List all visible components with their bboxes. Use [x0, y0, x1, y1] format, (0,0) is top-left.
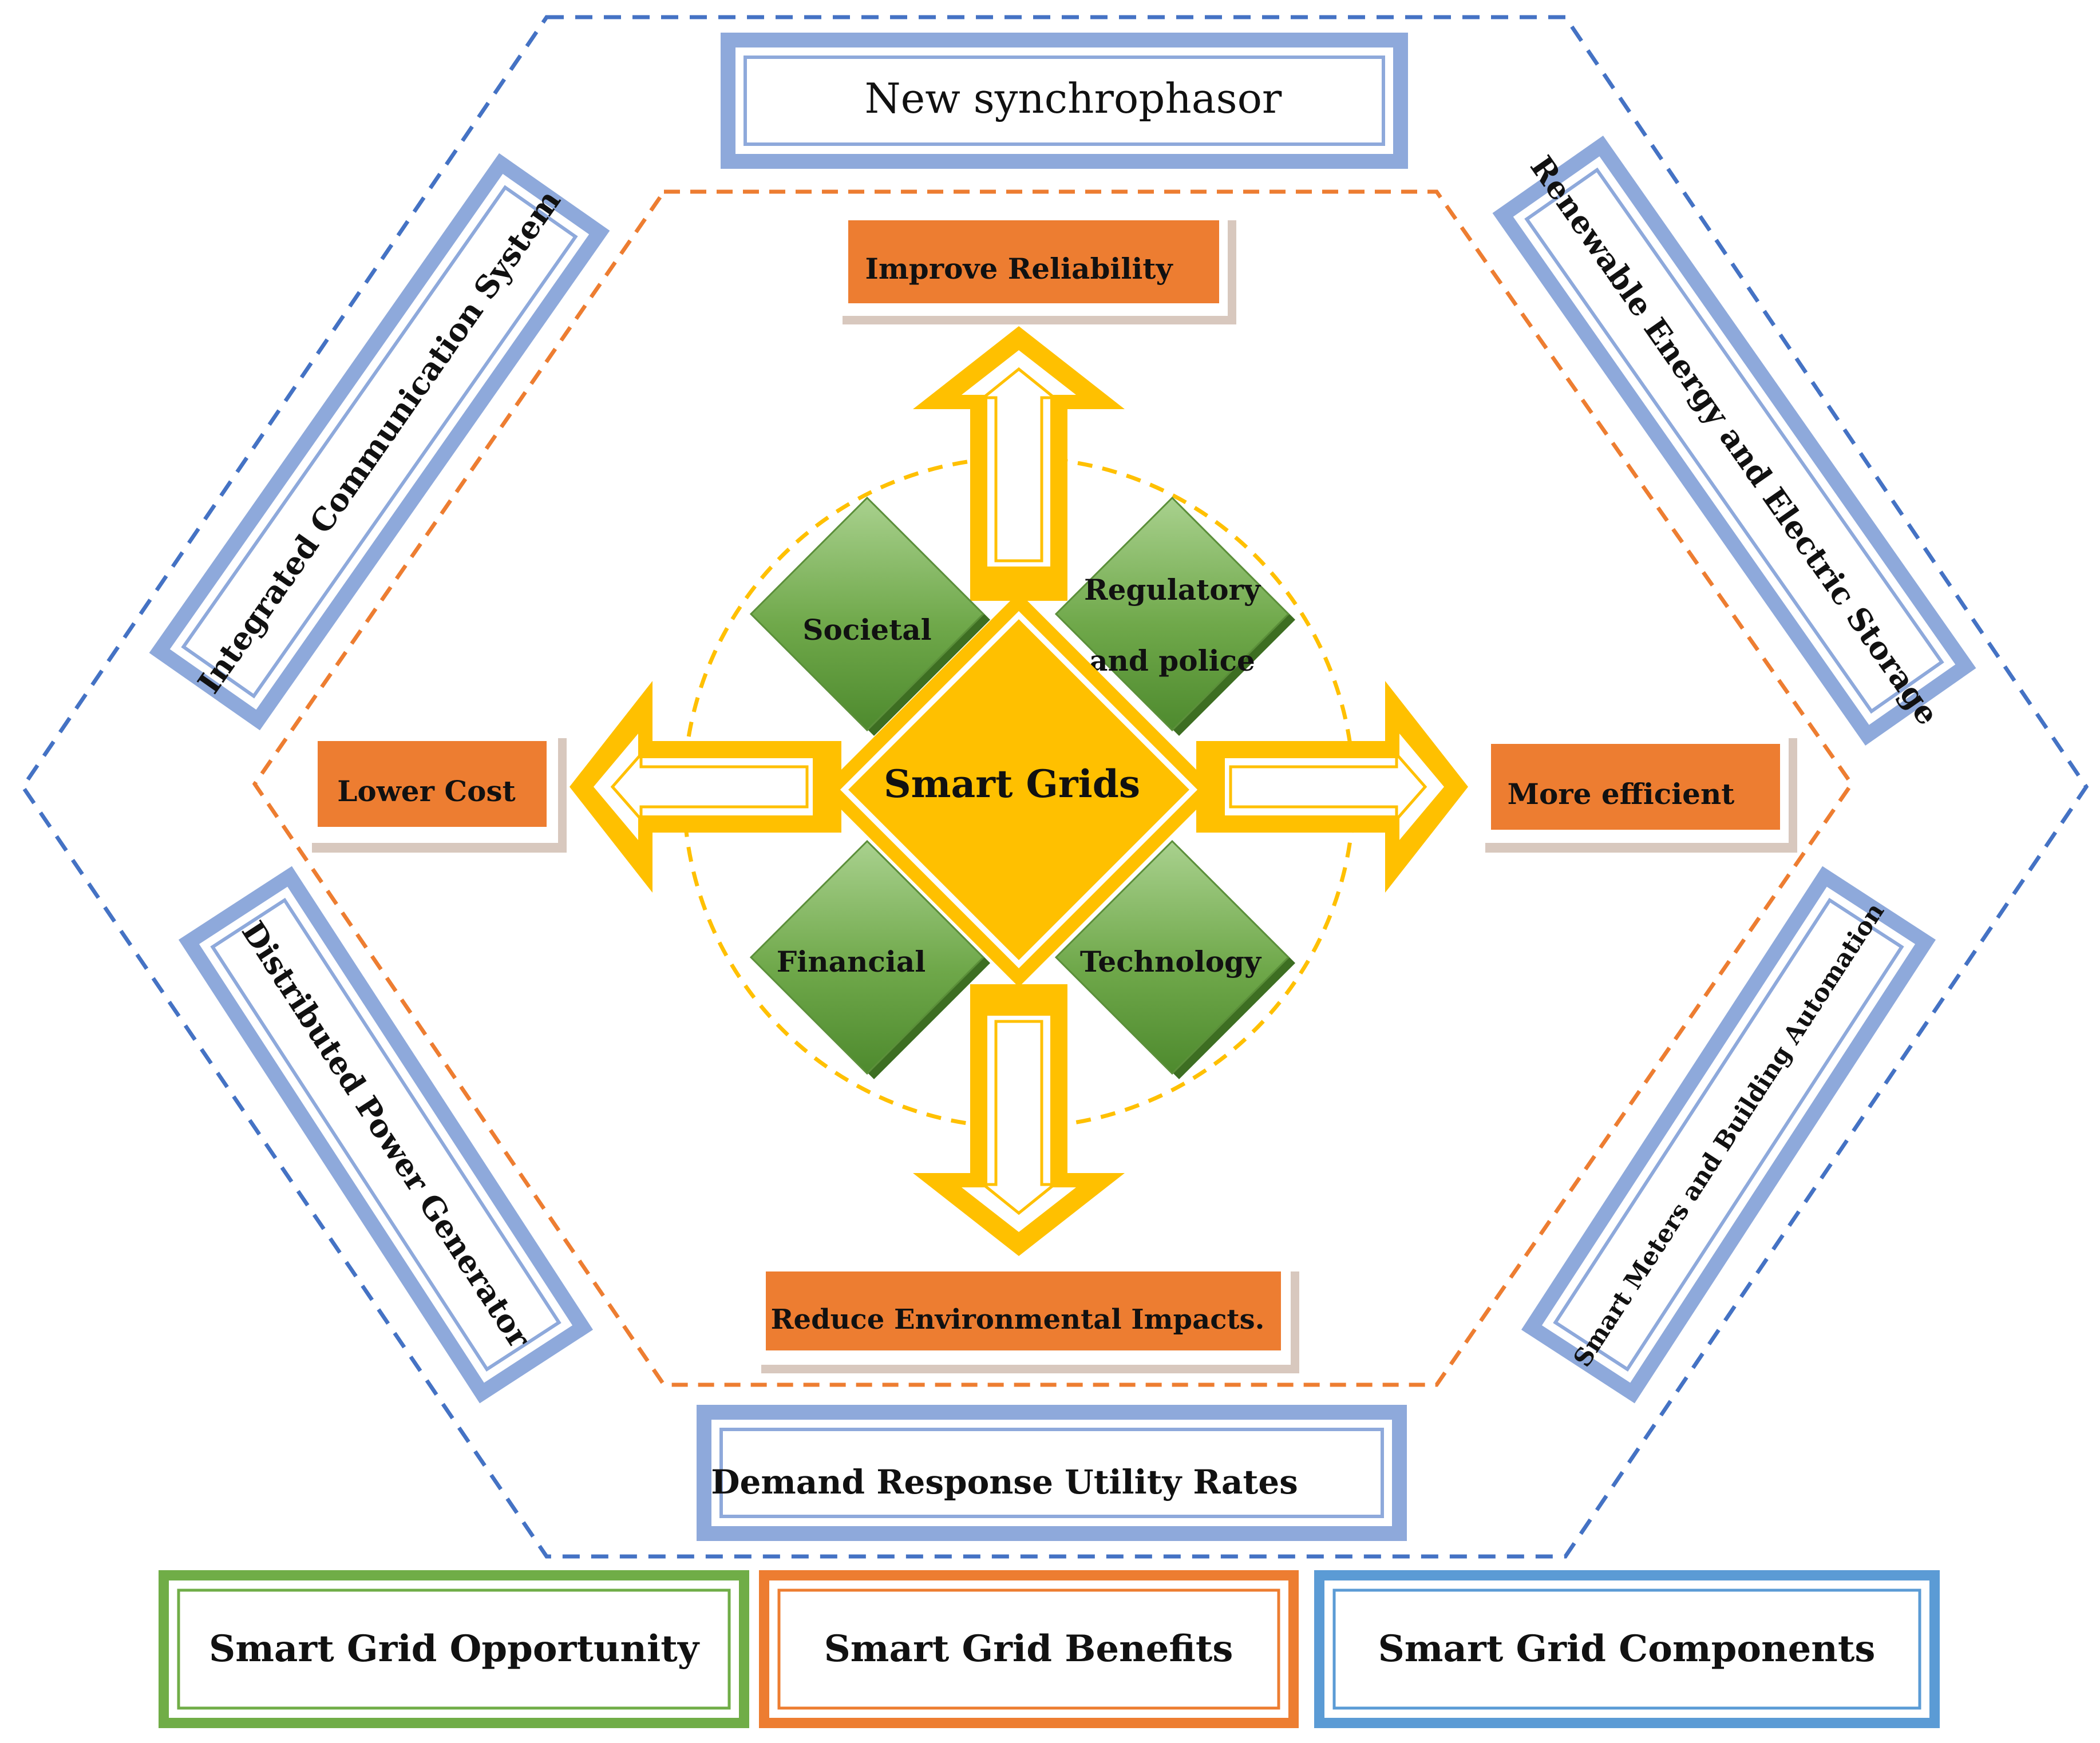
component-box-top — [721, 33, 1408, 169]
arrow-down — [913, 984, 1125, 1256]
arrow-left — [570, 681, 841, 893]
diamond-technology — [1054, 839, 1290, 1075]
legend-opportunity-label: Smart Grid Opportunity — [209, 1627, 700, 1670]
component-bottom-right-label: Smart Meters and Building Automation — [1568, 898, 1890, 1372]
benefit-left-label: Lower Cost — [337, 774, 516, 808]
arrow-up — [913, 326, 1125, 601]
outer-hexagon-boundary — [20, 15, 2089, 1559]
component-box-top-left: Integrated Communication System — [149, 153, 610, 731]
diamond-societal — [749, 496, 985, 732]
component-top-right-label: Renewable Energy and Electric Storage — [1523, 149, 1946, 732]
opportunity-technology-label: Technology — [1080, 945, 1262, 979]
component-bottom-label: Demand Response Utility Rates — [711, 1463, 1298, 1502]
benefit-box-bottom — [756, 1265, 1299, 1373]
legend-opportunity: Smart Grid Opportunity — [159, 1570, 749, 1728]
arrows — [570, 326, 1468, 1256]
benefit-box-left — [306, 731, 567, 853]
opportunity-financial-label: Financial — [777, 945, 926, 979]
diamond-regulatory — [1054, 496, 1290, 732]
benefit-bottom-label: Reduce Environmental Impacts. — [771, 1304, 1265, 1336]
opportunity-regulatory-label-line1: Regulatory — [1084, 573, 1261, 607]
diamond-financial — [749, 839, 985, 1075]
legend-components-label: Smart Grid Components — [1378, 1627, 1876, 1670]
legend: Smart Grid Opportunity Smart Grid Benefi… — [159, 1570, 1940, 1728]
component-box-top-right: Renewable Energy and Electric Storage — [1492, 136, 1976, 746]
component-top-left-label: Integrated Communication System — [191, 183, 568, 700]
legend-benefits-label: Smart Grid Benefits — [824, 1627, 1233, 1670]
arrow-right — [1196, 681, 1468, 893]
opportunity-regulatory-label-line2: and police — [1089, 644, 1255, 678]
legend-benefits: Smart Grid Benefits — [759, 1570, 1299, 1728]
benefit-box-top — [837, 213, 1236, 324]
center-label: Smart Grids — [884, 762, 1140, 806]
inner-hexagon-boundary — [252, 189, 1854, 1387]
opportunity-societal-label: Societal — [802, 613, 931, 647]
component-box-bottom-left: Distributed Power Generator — [178, 866, 594, 1404]
opportunity-diamonds — [749, 496, 1295, 1079]
center-diamond — [821, 592, 1216, 987]
benefit-right-label: More efficient — [1508, 777, 1735, 811]
legend-components: Smart Grid Components — [1314, 1570, 1940, 1728]
benefit-top-label: Improve Reliability — [865, 252, 1173, 286]
component-box-bottom — [697, 1405, 1407, 1541]
benefit-box-right — [1480, 731, 1797, 853]
component-top-label: New synchrophasor — [865, 74, 1282, 122]
